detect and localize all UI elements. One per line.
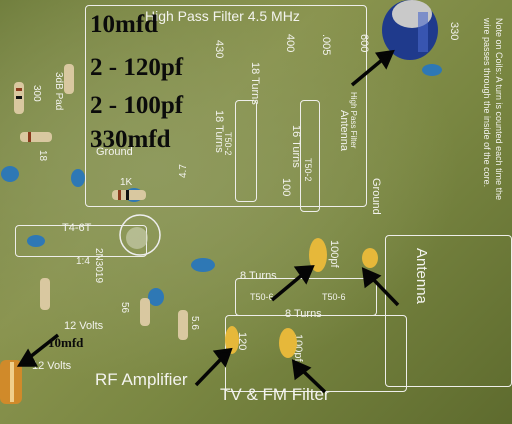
ratio-label: 1:4 [76, 256, 90, 267]
t50-2-a: T50-2 [223, 132, 233, 156]
r-1k-label: 1K [120, 177, 133, 188]
r-300-label: 300 [31, 85, 42, 102]
overlay-note-4: 330mfd [90, 126, 171, 153]
cap-100-a-label: 100pf [328, 240, 340, 268]
transformer-label: T4-6T [62, 222, 92, 234]
turns-8-b: 8 Turns [285, 308, 322, 320]
tvfm-trace [225, 315, 407, 392]
coil-note: Note on Coils: A turn is counted each ti… [482, 18, 504, 201]
cap-430-label: 430 [213, 40, 225, 59]
attenuator-label: 3dB Pad [53, 72, 64, 111]
ground-label-right: Ground [370, 178, 382, 215]
cap-100-b-label: 100pf [292, 334, 304, 362]
r-56-a-label: 56 [119, 302, 130, 314]
electrolytic-cap-top [382, 0, 438, 60]
t50-2-b: T50-2 [303, 158, 313, 182]
turns-16: 16 Turns [290, 125, 302, 168]
r-56-b-label: 5.6 [189, 316, 200, 330]
transistor-label: 2N3019 [93, 248, 104, 284]
hpf-title: High Pass Filter 4.5 MHz [145, 8, 300, 24]
volts-label-b: 12 Volts [32, 360, 72, 372]
turns-18-a: 18 Turns [249, 62, 261, 105]
r-18-label: 18 [37, 150, 48, 162]
hpf-outline [85, 5, 367, 207]
turns-8-a: 8 Turns [240, 270, 277, 282]
overlay-note-2: 2 - 120pf [90, 54, 184, 81]
ground-label-top: Ground [96, 146, 133, 158]
t50-6-b: T50-6 [322, 292, 346, 302]
cap-100-c-label: 100 [280, 178, 292, 197]
electrolytic-cap-left [0, 360, 22, 404]
rf-amplifier-label: RF Amplifier [95, 370, 188, 389]
cap-120-label: 120 [236, 332, 248, 351]
trace-b [300, 100, 320, 212]
cap-4-7-label: 4.7 [178, 164, 189, 178]
volts-label-a: 12 Volts [64, 320, 104, 332]
cap-400-label: 400 [284, 34, 296, 53]
overlay-note-1: 10mfd [90, 11, 159, 38]
tv-fm-filter-label: TV & FM Filter [220, 385, 330, 404]
cap-330-label: 330 [448, 22, 460, 41]
t50-6-a: T50-6 [250, 292, 274, 302]
overlay-note-3: 2 - 100pf [90, 92, 184, 119]
trace-a [235, 100, 257, 202]
antenna-large-label: Antenna [413, 248, 430, 304]
cap-005-label: .005 [320, 34, 332, 56]
cap-600-label: 600 [358, 34, 370, 53]
hpf-small-label: High Pass Filter [349, 92, 358, 149]
overlay-small-note: 10mfd [48, 335, 84, 350]
